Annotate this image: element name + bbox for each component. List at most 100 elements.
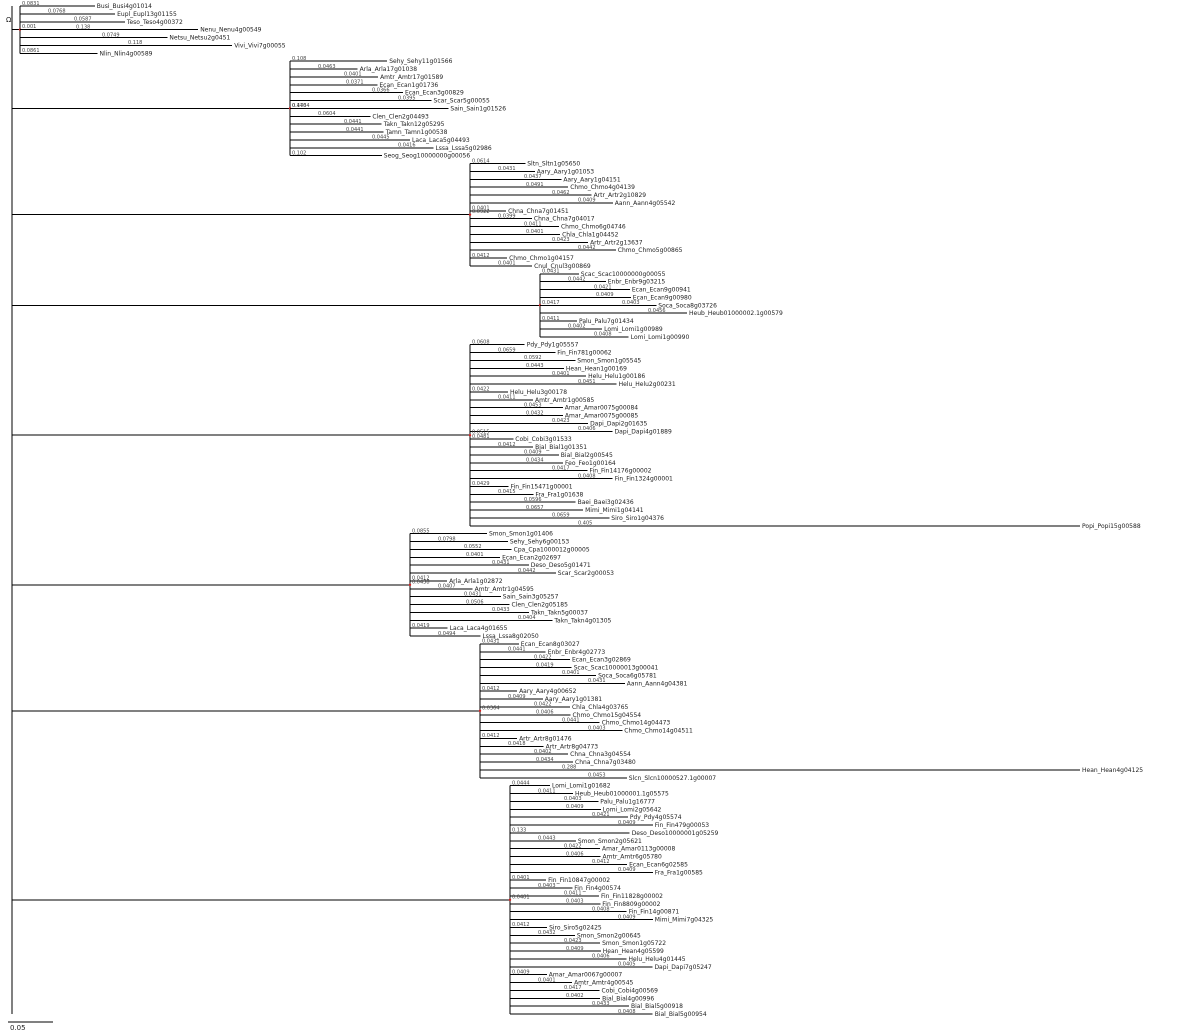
- branch-length-label: 0.0401: [562, 670, 580, 676]
- branch-length-label: 0.0587: [74, 17, 92, 23]
- branch-length-label: 0.0402: [534, 749, 552, 755]
- branch-length-label: 0.0592: [524, 355, 542, 361]
- leaf-label: Amtr_Amtr1g00585: [535, 397, 594, 404]
- branch-length-label: 0.176: [292, 103, 306, 109]
- leaf-label: Fin_Fin15471g00001: [511, 483, 573, 490]
- leaf-label: Tamn_Tamn1g00538: [385, 129, 448, 136]
- leaf-label: Ecan_Ecan3g02869: [572, 657, 631, 664]
- branch-length-label: 0.0831: [22, 1, 40, 7]
- clade-support-1: 0.4404: [292, 103, 310, 109]
- leaf-label: Soca_Soca8g03726: [658, 302, 717, 309]
- branch-length-label: 0.0422: [534, 702, 552, 708]
- branch-length-label: 0.0412: [482, 733, 500, 739]
- leaf-label: Teso_Teso4g00372: [126, 19, 183, 26]
- clade-node-4: [468, 433, 472, 437]
- branch-length-label: 0.0409: [512, 969, 530, 975]
- clade-node-5: [408, 583, 412, 587]
- branch-length-label: 0.0416: [398, 143, 416, 149]
- leaf-label: Deso_Deso10000001g05259: [632, 830, 719, 837]
- leaf-label: Lssa_Lssa8g02050: [482, 633, 538, 640]
- branch-length-label: 0.0441: [508, 647, 526, 653]
- leaf-label: Palu_Palu7g01434: [579, 318, 634, 325]
- leaf-label: Heub_Heub01000001.1g05575: [575, 791, 669, 798]
- branch-length-label: 0.0604: [318, 111, 336, 117]
- branch-length-label: 0.0412: [512, 922, 530, 928]
- leaf-label: Aary_Aary1g01053: [537, 168, 594, 175]
- leaf-label: Cpa_Cpa1000012g00005: [514, 546, 590, 553]
- branch-length-label: 0.0409: [566, 946, 584, 952]
- branch-length-label: 0.0422: [534, 654, 552, 660]
- leaf-label: Dapi_Dapi4g01889: [615, 428, 672, 435]
- branch-length-label: 0.0659: [552, 513, 570, 519]
- clade-support-0: 0.001: [22, 24, 36, 30]
- leaf-label: Enbr_Enbr4g02773: [548, 649, 606, 656]
- branch-length-label: 0.0411: [564, 891, 582, 897]
- branch-length-label: 0.0422: [472, 387, 490, 393]
- branch-length-label: 0.0405: [618, 962, 636, 968]
- branch-length-label: 0.0608: [472, 339, 490, 345]
- clade-node-7: [508, 898, 512, 902]
- branch-length-label: 0.0442: [518, 568, 536, 574]
- clade-node-2: [468, 213, 472, 216]
- leaf-label: Feo_Feo1g00164: [565, 460, 616, 467]
- clade-support-2: 0.0922: [472, 209, 490, 215]
- branch-length-label: 0.0855: [412, 528, 430, 534]
- leaf-label: Ecan_Ecan2g02697: [502, 554, 561, 561]
- leaf-label: Bial_Bial2g00545: [561, 452, 613, 459]
- leaf-label: Chmo_Chmo4g04139: [570, 184, 635, 191]
- leaf-label: Sain_Sain3g05257: [503, 594, 559, 601]
- root-marker: Ω: [6, 16, 12, 24]
- branch-length-label: 0.0433: [592, 1001, 610, 1007]
- scale-bar: 0.05: [8, 1021, 53, 1032]
- leaf-label: Smon_Smon1g05545: [577, 357, 641, 364]
- scale-bar-label: 0.05: [10, 1024, 26, 1032]
- branch-length-label: 0.0403: [588, 725, 606, 731]
- branch-length-label: 0.0401: [472, 206, 490, 212]
- branch-length-label: 0.0657: [526, 505, 544, 511]
- branch-length-label: 0.0401: [552, 371, 570, 377]
- branch-length-label: 0.0406: [578, 426, 596, 432]
- branch-length-label: 0.0415: [498, 489, 516, 495]
- leaf-label: Hean_Hean4g04125: [1082, 767, 1143, 774]
- leaf-label: Artr_Artr8g01476: [519, 735, 572, 742]
- leaf-label: Clen_Clen2g04493: [372, 113, 429, 120]
- leaf-label: Eupl_Eupl13g01155: [117, 11, 177, 18]
- leaf-label: Smon_Smon2g05621: [578, 838, 642, 845]
- leaf-label: Heub_Heub01000002.1g00579: [689, 310, 783, 317]
- leaf-label: Takn_Takn4g01305: [553, 617, 611, 624]
- branch-length-label: 0.0402: [566, 993, 584, 999]
- leaf-label: Fin_Fin14176g00002: [590, 468, 652, 475]
- branch-length-label: 0.138: [76, 24, 90, 30]
- leaf-label: Fin_Fin11828g00002: [601, 893, 663, 900]
- leaf-label: Chna_Chna7g03480: [575, 759, 636, 766]
- leaf-label: Bial_Bial4g00996: [602, 995, 654, 1002]
- leaf-label: Popi_Popi15g00588: [1082, 523, 1141, 530]
- branch-length-label: 0.0409: [578, 198, 596, 204]
- leaf-label: Amar_Amar0113g00008: [602, 846, 676, 853]
- branch-length-label: 0.0412: [592, 859, 610, 865]
- branch-length-label: 0.0403: [622, 300, 640, 306]
- leaf-label: Pdy_Pdy1g05557: [527, 342, 579, 349]
- branch-length-label: 0.0659: [498, 347, 516, 353]
- branch-length-label: 0.0412: [498, 442, 516, 448]
- branch-length-label: 0.0406: [566, 851, 584, 857]
- branch-length-label: 0.0421: [592, 812, 610, 818]
- branch-length-label: 0.0431: [482, 639, 500, 645]
- leaf-label: Laca_Laca5g04493: [412, 137, 470, 144]
- leaf-label: Siro_Siro1g04376: [611, 515, 664, 522]
- leaf-label: Baei_Baei3g02436: [578, 499, 634, 506]
- leaf-label: Helu_Helu1g00186: [588, 373, 645, 380]
- leaf-label: Soca_Soca6g05781: [598, 672, 657, 679]
- branch-length-label: 0.0445: [372, 135, 390, 141]
- leaf-label: Amtr_Amtr1g04595: [475, 586, 534, 593]
- leaf-label: Palu_Palu1g16777: [600, 798, 655, 805]
- leaf-label: Helu_Helu4g01445: [629, 956, 686, 963]
- branch-length-label: 0.0442: [578, 245, 596, 251]
- branch-length-label: 0.0409: [524, 450, 542, 456]
- branch-length-label: 0.0429: [472, 481, 490, 487]
- leaf-label: Artr_Artr2g10829: [594, 192, 647, 199]
- leaf-label: Sltn_Sltn1g05650: [527, 161, 580, 168]
- branch-length-label: 0.0456: [648, 308, 666, 314]
- leaf-label: Arla_Arla17g01038: [360, 66, 418, 73]
- branch-length-label: 0.0442: [568, 276, 586, 282]
